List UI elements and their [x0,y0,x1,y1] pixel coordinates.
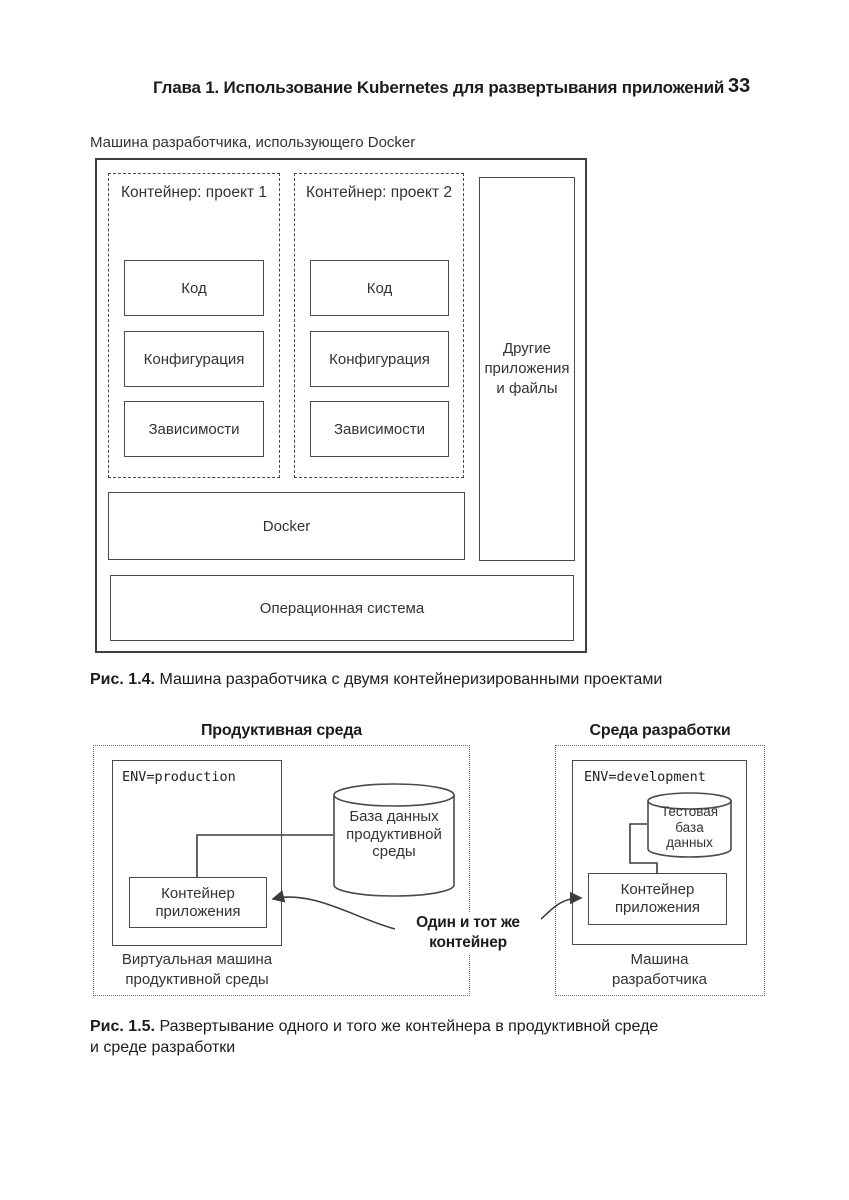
chapter-heading: Глава 1. Использование Kubernetes для ра… [153,78,725,97]
test-db-label: Тестовая база данных [660,804,719,850]
same-container-note: Один и тот же контейнер [395,912,541,954]
test-db-cylinder: Тестовая база данных [647,792,732,858]
other-apps-box: Другие приложения и файлы [479,177,575,561]
env-production-label: ENV=production [122,769,236,785]
operating-system-box: Операционная система [110,575,574,641]
production-env-title: Продуктивная среда [201,722,362,739]
production-vm-label: Виртуальная машина продуктивной среды [121,951,273,988]
container-project2-box: Контейнер: проект 2 [294,173,464,478]
production-app-container-box: Контейнер приложения [129,877,267,928]
developer-machine-box-2: ENV=development [572,760,747,945]
docker-box: Docker [108,492,465,560]
production-env-group [93,745,470,996]
dependencies-box-2: Зависимости [310,401,449,457]
dev-app-container-box: Контейнер приложения [588,873,727,925]
production-vm-box: ENV=production [112,760,282,946]
figure-1-5-caption: Рис. 1.5. Развертывание одного и того же… [90,1016,770,1058]
container-project2-title: Контейнер: проект 2 [305,184,453,201]
figure-1-5-caption-label: Рис. 1.5. [90,1018,155,1035]
dev-env-title: Среда разработки [589,722,731,739]
cylinder-shape [647,792,732,858]
production-db-label: База данных продуктивной среды [346,808,442,860]
configuration-box-2: Конфигурация [310,331,449,387]
figure-1-4-caption-label: Рис. 1.4. [90,671,155,688]
prod-db-connector [196,834,333,877]
dev-db-connector [629,823,658,873]
page-number: 33 [728,75,751,97]
container-project1-box: Контейнер: проект 1 [108,173,280,478]
figure-1-4-caption-text: Машина разработчика с двумя контейнеризи… [159,671,663,688]
code-box-2: Код [310,260,449,316]
dev-env-group [555,745,765,996]
code-box-1: Код [124,260,264,316]
configuration-box-1: Конфигурация [124,331,264,387]
figure-1-5-caption-text: Развертывание одного и того же контейнер… [90,1018,659,1056]
figure-1-4-caption: Рис. 1.4. Машина разработчика с двумя ко… [90,669,770,690]
env-development-label: ENV=development [584,769,706,785]
developer-machine-label: Машина разработчика [612,951,707,988]
production-db-cylinder: База данных продуктивной среды [333,782,455,898]
cylinder-shape [333,783,455,897]
figure-1-4-top-label: Машина разработчика, использующего Docke… [90,134,416,151]
dependencies-box-1: Зависимости [124,401,264,457]
container-project1-title: Контейнер: проект 1 [120,184,268,201]
